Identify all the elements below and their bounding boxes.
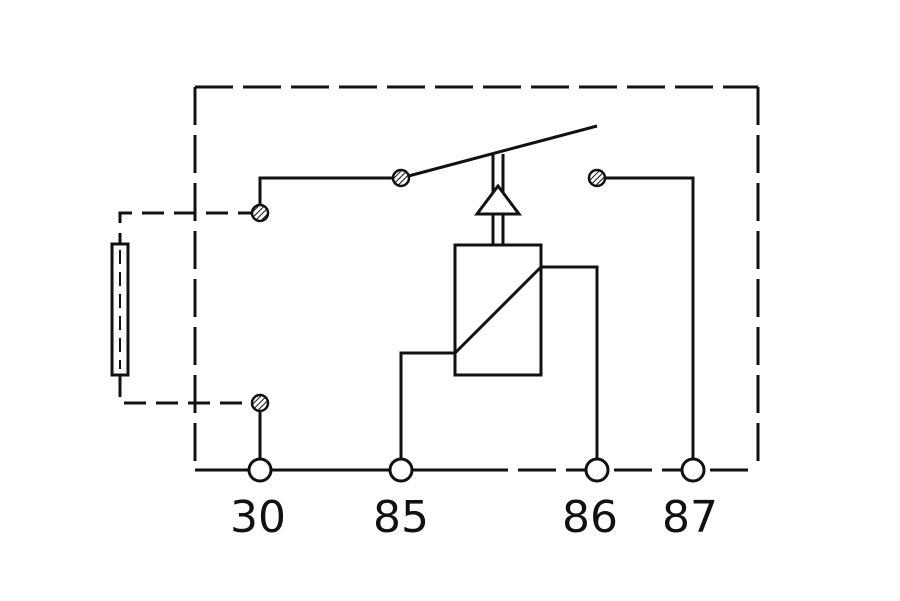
- terminal-labels: 30 85 86 87: [230, 492, 718, 543]
- coil-86-wire: [541, 265, 599, 470]
- arrow-up-icon: [474, 183, 522, 216]
- contact-dot-upper-left: [250, 203, 270, 223]
- switch: [400, 124, 598, 180]
- terminal-85-label: 85: [373, 492, 429, 543]
- suppressor-wire-bottom: [118, 375, 260, 405]
- contact-dot-switch-pivot: [391, 168, 411, 188]
- terminal-87-label: 87: [662, 492, 718, 543]
- terminal-86-label: 86: [562, 492, 618, 543]
- relay-housing: [193, 85, 760, 472]
- switch-common-wire: [258, 176, 401, 213]
- terminal-85-pin: [388, 457, 414, 483]
- coil-diagonal: [453, 265, 543, 355]
- contact-dot-no-contact: [587, 168, 607, 188]
- terminal-30-label: 30: [230, 492, 286, 543]
- no-contact-wire: [597, 176, 695, 470]
- contact-dot-lower-left: [250, 393, 270, 413]
- wiring: [258, 176, 695, 470]
- relay-coil: [453, 243, 543, 377]
- switch-arm: [400, 124, 598, 180]
- terminal-86-pin: [584, 457, 610, 483]
- suppressor-branch: [110, 211, 260, 405]
- internal-contacts: [250, 168, 607, 413]
- coil-85-wire: [399, 351, 455, 470]
- terminal-87-pin: [680, 457, 706, 483]
- suppressor-resistor-body: [110, 242, 130, 377]
- terminals: [247, 457, 706, 483]
- actuator-linkage: [474, 154, 522, 245]
- terminal-30-pin: [247, 457, 273, 483]
- suppressor-wire-top: [118, 211, 260, 244]
